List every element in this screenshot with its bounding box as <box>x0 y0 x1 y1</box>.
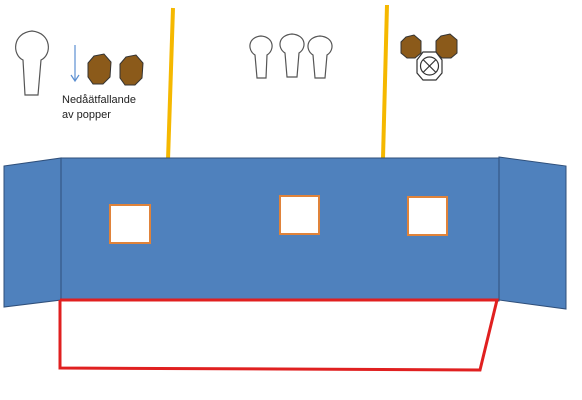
red-base-outline <box>58 298 499 372</box>
yellow-pole-left <box>166 7 175 161</box>
label-line-1: Nedåätfallande <box>62 94 137 106</box>
popcorn-kernel-icon <box>119 54 144 86</box>
label-line-2: av popper <box>62 109 111 121</box>
falling-popcorn-label: Nedåätfallande av popper <box>62 93 136 123</box>
popcorn-popped-icon <box>279 33 305 78</box>
box-flap-left <box>3 157 62 308</box>
popcorn-kernel-icon <box>87 53 112 85</box>
popcorn-kernel-icon <box>435 33 458 59</box>
popcorn-kernel-icon <box>400 34 422 59</box>
panel-window-2 <box>279 195 320 235</box>
popcorn-popped-icon <box>249 35 273 79</box>
box-flap-right <box>498 156 567 310</box>
panel-window-1 <box>109 204 151 244</box>
popcorn-popped-icon <box>15 30 49 96</box>
yellow-pole-right <box>381 4 389 159</box>
x-mark-icon <box>416 51 443 81</box>
panel-window-3 <box>407 196 448 236</box>
popcorn-popped-icon <box>307 35 333 79</box>
down-arrow-icon <box>70 45 80 83</box>
